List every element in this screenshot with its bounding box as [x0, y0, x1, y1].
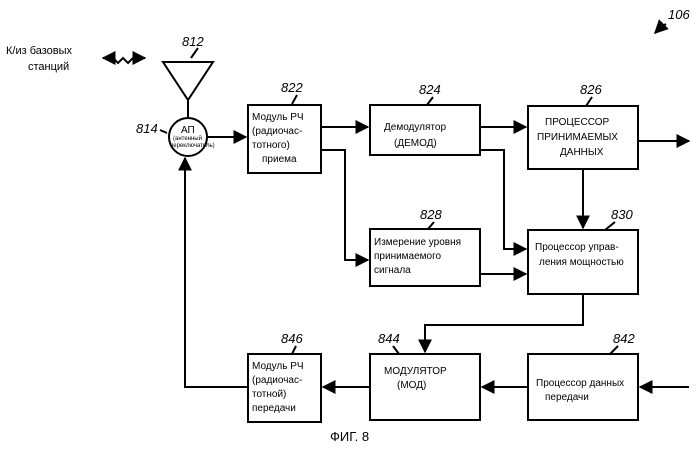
rf-rx-line1: Модуль РЧ [252, 112, 304, 123]
tx-proc-ref: 842 [613, 331, 635, 346]
mod-ref-leader [393, 346, 399, 354]
duplexer-ref: 814 [136, 121, 158, 136]
demod-to-power-ctrl [480, 150, 526, 249]
tx-proc-line1: Процессор данных [536, 378, 624, 389]
rx-proc-ref-leader [586, 97, 592, 106]
rssi-line3: сигнала [374, 265, 411, 276]
rf-tx-line3: тотной) [252, 389, 286, 400]
rssi-ref: 828 [420, 207, 442, 222]
rssi-line1: Измерение уровня [374, 237, 461, 248]
rf-rx-line2: (радиочас- [252, 126, 302, 137]
mod-ref: 844 [378, 331, 400, 346]
external-label-line2: станций [28, 61, 69, 73]
tx-proc-line2: передачи [545, 392, 589, 403]
duplexer-ref-leader [160, 130, 167, 133]
mod-line1: МОДУЛЯТОР [384, 366, 447, 377]
rf-tx-line1: Модуль РЧ [252, 361, 304, 372]
power-ctrl-to-mod [425, 294, 583, 352]
rx-proc-line3: ДАННЫХ [560, 147, 604, 158]
tx-proc-ref-leader [610, 346, 618, 354]
rf-tx-line4: передачи [252, 403, 296, 414]
duplexer-label: АП [181, 125, 195, 136]
rf-tx-ref-leader [292, 346, 296, 354]
rx-proc-line1: ПРОЦЕССОР [545, 117, 609, 128]
power-ctrl-line2: ления мощностью [539, 257, 624, 268]
duplexer-label-line2: (антенный [173, 135, 202, 142]
demod-ref-leader [427, 97, 433, 105]
rx-proc-ref: 826 [580, 82, 602, 97]
rf-tx-line2: (радиочас- [252, 375, 302, 386]
demod-line1: Демодулятор [384, 122, 446, 133]
figure-number-arrow [655, 24, 666, 33]
rf-rx-ref: 822 [281, 80, 303, 95]
wireless-link-arrow [103, 58, 145, 63]
rssi-ref-leader [428, 222, 434, 229]
duplexer-label-line3: переключатель) [170, 143, 215, 149]
figure-caption: ФИГ. 8 [330, 429, 369, 444]
rf-tx-to-duplexer [185, 158, 248, 387]
rf-tx-ref: 846 [281, 331, 303, 346]
figure-number: 106 [668, 7, 690, 22]
rssi-line2: принимаемого [374, 251, 442, 262]
demod-ref: 824 [419, 82, 441, 97]
antenna-ref: 812 [182, 34, 204, 49]
power-ctrl-line1: Процессор управ- [535, 242, 619, 253]
antenna-icon [163, 62, 213, 100]
rf-rx-to-rssi [321, 150, 368, 260]
rf-rx-ref-leader [292, 95, 297, 104]
external-label-line1: К/из базовых [6, 45, 73, 57]
power-ctrl-ref-leader [605, 222, 615, 230]
demod-line2: (ДЕМОД) [394, 138, 437, 149]
rf-rx-line3: тотного) [252, 140, 290, 151]
rf-rx-line4: приема [262, 154, 297, 165]
antenna-ref-leader [191, 48, 198, 58]
power-ctrl-ref: 830 [611, 207, 633, 222]
rx-proc-line2: ПРИНИМАЕМЫХ [537, 132, 618, 143]
mod-line2: (МОД) [397, 380, 426, 391]
